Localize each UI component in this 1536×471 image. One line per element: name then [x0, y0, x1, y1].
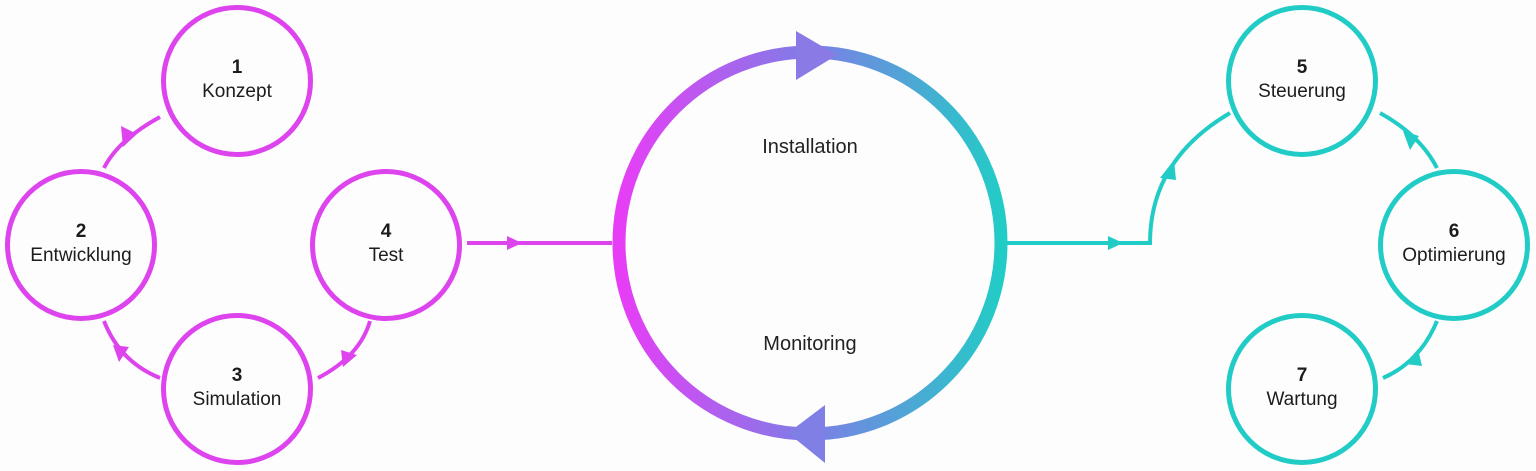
cycle-arrowhead-top: [796, 31, 837, 80]
left-arrowheads: [113, 126, 522, 367]
arrowhead-4-center: [507, 236, 522, 250]
node-label: Entwicklung: [30, 245, 132, 266]
arrowhead-6-7: [1405, 349, 1422, 366]
edge-6-7: [1382, 320, 1439, 380]
node-6[interactable]: 6 Optimierung: [1378, 169, 1530, 321]
arrowhead-center-5-curve: [1160, 160, 1176, 180]
node-label: Simulation: [192, 389, 282, 410]
edge-2-3: [102, 320, 161, 380]
edge-1-2: [102, 115, 161, 169]
center-cycle-ring: [612, 45, 1008, 441]
node-number: 6: [1448, 221, 1460, 242]
node-label: Steuerung: [1258, 81, 1346, 102]
arrowhead-1-2: [121, 126, 137, 147]
cycle-arrowhead-bottom: [788, 405, 825, 463]
edge-3-4: [317, 320, 372, 380]
node-5[interactable]: 5 Steuerung: [1226, 5, 1378, 157]
node-number: 3: [231, 365, 243, 386]
arrowhead-5-6: [1403, 131, 1419, 150]
node-2[interactable]: 2 Entwicklung: [5, 169, 157, 321]
center-top-label: Installation: [762, 136, 858, 158]
node-number: 5: [1296, 57, 1308, 78]
arrowhead-2-3: [113, 345, 129, 362]
node-label: Wartung: [1266, 389, 1338, 410]
node-number: 7: [1296, 365, 1308, 386]
edge-center-5: [1007, 111, 1232, 245]
node-number: 4: [380, 221, 392, 242]
node-number: 2: [75, 221, 87, 242]
node-3[interactable]: 3 Simulation: [161, 313, 313, 465]
node-number: 1: [231, 57, 243, 78]
arrowhead-center-5-line: [1108, 236, 1123, 250]
center-bottom-label: Monitoring: [763, 333, 857, 355]
node-4[interactable]: 4 Test: [310, 169, 462, 321]
right-arrowheads: [1108, 131, 1422, 366]
node-label: Optimierung: [1402, 245, 1506, 266]
node-1[interactable]: 1 Konzept: [161, 5, 313, 157]
node-label: Test: [368, 245, 404, 266]
right-connectors: [1007, 111, 1439, 380]
node-7[interactable]: 7 Wartung: [1226, 313, 1378, 465]
arrowhead-3-4: [341, 350, 357, 367]
node-label: Konzept: [202, 81, 272, 102]
